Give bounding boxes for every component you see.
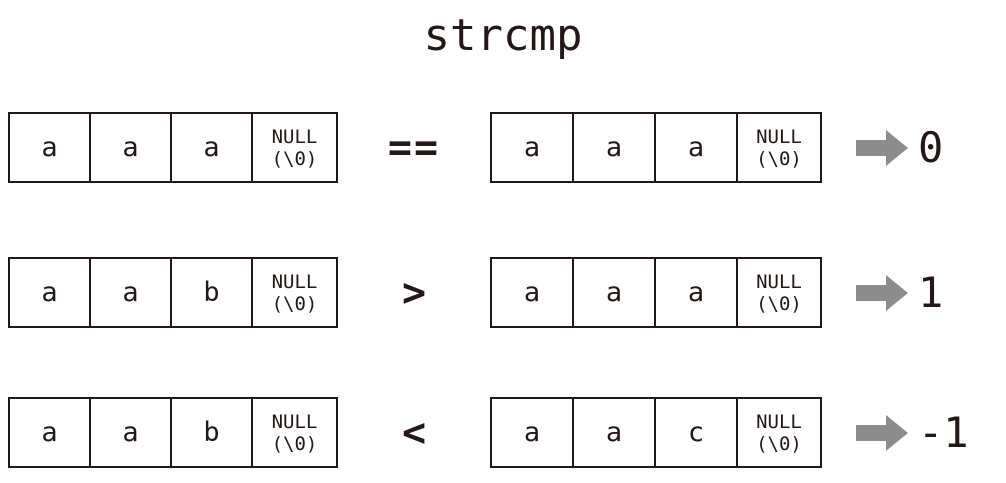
right-string-strip: a a a NULL (\0) xyxy=(490,257,822,328)
null-escape-label: (\0) xyxy=(271,432,318,455)
string-cell: a xyxy=(574,114,656,181)
null-escape-label: (\0) xyxy=(756,292,802,315)
string-cell: a xyxy=(91,399,172,466)
left-string-strip: a a a NULL (\0) xyxy=(8,112,338,183)
right-string-strip: a a c NULL (\0) xyxy=(490,397,822,468)
string-cell: a xyxy=(656,114,738,181)
string-cell: a xyxy=(91,259,172,326)
null-label: NULL xyxy=(271,125,318,148)
comparison-row: a a a NULL (\0) == a a a NULL (\0) 0 xyxy=(0,112,1006,184)
string-cell: a xyxy=(10,114,91,181)
string-cell: a xyxy=(492,114,574,181)
result-value: 0 xyxy=(918,122,944,172)
result-group: 1 xyxy=(836,257,1006,328)
comparison-operator: > xyxy=(401,269,427,316)
null-label: NULL xyxy=(271,270,318,293)
comparison-row: a a b NULL (\0) < a a c NULL (\0) -1 xyxy=(0,397,1006,469)
null-escape-label: (\0) xyxy=(271,292,318,315)
string-cell: a xyxy=(10,399,91,466)
null-escape-label: (\0) xyxy=(271,147,318,170)
result-value: -1 xyxy=(918,407,969,457)
null-escape-label: (\0) xyxy=(756,147,802,170)
string-cell: a xyxy=(172,114,253,181)
left-string-strip: a a b NULL (\0) xyxy=(8,397,338,468)
right-arrow-icon xyxy=(856,129,908,166)
null-terminator-cell: NULL (\0) xyxy=(253,259,336,326)
string-cell: b xyxy=(172,399,253,466)
page-title: strcmp xyxy=(423,10,583,61)
right-string-strip: a a a NULL (\0) xyxy=(490,112,822,183)
null-label: NULL xyxy=(756,410,802,433)
left-string-strip: a a b NULL (\0) xyxy=(8,257,338,328)
null-escape-label: (\0) xyxy=(756,432,802,455)
string-cell: a xyxy=(656,259,738,326)
null-label: NULL xyxy=(756,270,802,293)
null-terminator-cell: NULL (\0) xyxy=(738,259,820,326)
string-cell: a xyxy=(574,259,656,326)
string-cell: a xyxy=(492,399,574,466)
right-arrow-icon xyxy=(856,274,908,311)
result-group: -1 xyxy=(836,397,1006,468)
null-terminator-cell: NULL (\0) xyxy=(253,399,336,466)
null-terminator-cell: NULL (\0) xyxy=(738,399,820,466)
right-arrow-icon xyxy=(856,414,908,451)
comparison-row: a a b NULL (\0) > a a a NULL (\0) 1 xyxy=(0,257,1006,329)
string-cell: c xyxy=(656,399,738,466)
string-cell: a xyxy=(492,259,574,326)
string-cell: a xyxy=(91,114,172,181)
null-label: NULL xyxy=(271,410,318,433)
null-terminator-cell: NULL (\0) xyxy=(738,114,820,181)
comparison-operator: == xyxy=(387,124,441,171)
null-label: NULL xyxy=(756,125,802,148)
string-cell: a xyxy=(10,259,91,326)
result-value: 1 xyxy=(918,267,944,317)
null-terminator-cell: NULL (\0) xyxy=(253,114,336,181)
comparison-operator: < xyxy=(401,409,427,456)
string-cell: b xyxy=(172,259,253,326)
result-group: 0 xyxy=(836,112,1006,183)
string-cell: a xyxy=(574,399,656,466)
